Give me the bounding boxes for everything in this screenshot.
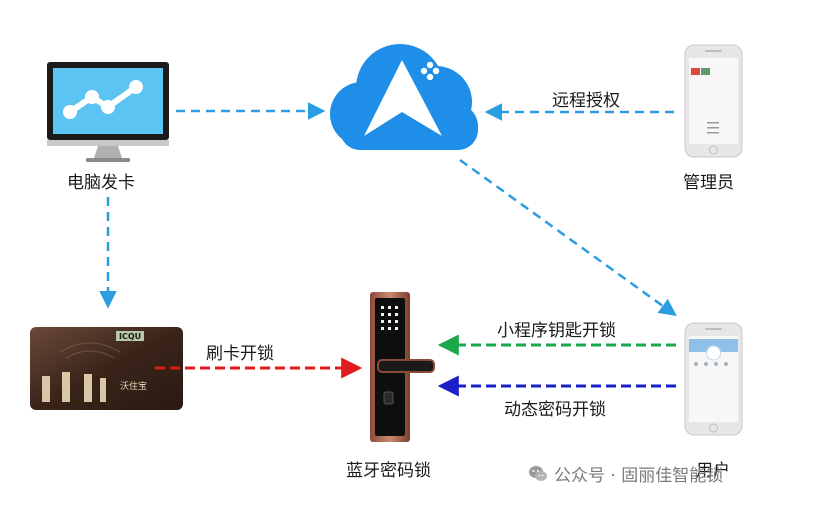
remote-auth-label: 远程授权 <box>552 91 620 111</box>
cloud-icon <box>330 44 478 150</box>
computer-icon <box>47 62 169 162</box>
lock-icon <box>370 292 435 442</box>
swipe-card-label: 刷卡开锁 <box>206 344 274 364</box>
lock-label: 蓝牙密码锁 <box>346 461 431 481</box>
watermark: 公众号 · 固丽佳智能锁 <box>528 461 723 486</box>
wechat-icon <box>529 465 547 481</box>
dynamic-password-label: 动态密码开锁 <box>504 400 606 420</box>
admin-label: 管理员 <box>683 173 734 193</box>
computer-label: 电脑发卡 <box>67 173 135 193</box>
watermark-text: 公众号 · 固丽佳智能锁 <box>554 466 724 486</box>
user-phone-icon <box>684 322 743 436</box>
arrow-cloud-to-user <box>459 158 677 317</box>
card-brand: ICQU <box>119 332 141 341</box>
user-label: 用户 <box>696 461 730 481</box>
mini-program-label: 小程序钥匙开锁 <box>497 321 616 341</box>
card-name: 沃住宝 <box>120 380 147 392</box>
admin-phone-icon <box>684 44 743 158</box>
card-icon: ICQU 沃住宝 <box>30 327 183 410</box>
